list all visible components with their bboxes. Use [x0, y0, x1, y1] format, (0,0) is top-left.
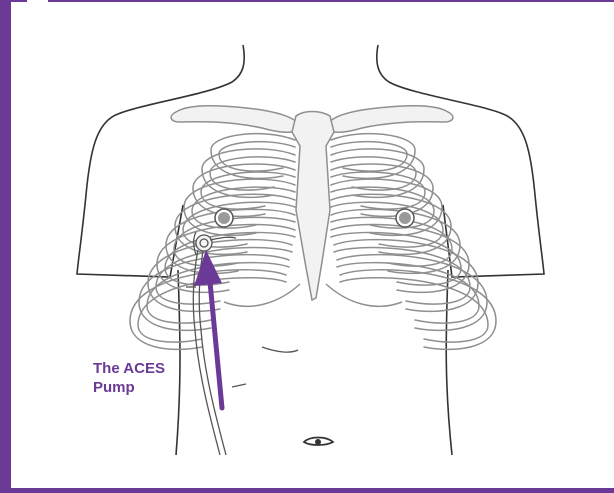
- label-line-2: Pump: [93, 379, 135, 396]
- electrode-right-icon: [396, 209, 414, 227]
- electrode-left-icon: [215, 209, 233, 227]
- clavicle-right: [326, 106, 453, 133]
- aces-pump-label: The ACES Pump: [93, 359, 165, 397]
- navel-icon: [304, 438, 333, 446]
- ribs-right: [331, 134, 496, 350]
- sternum: [292, 112, 334, 301]
- rib-inner-edge: [331, 187, 434, 228]
- rib: [340, 270, 496, 350]
- clavicle-left: [171, 106, 300, 133]
- label-line-1: The ACES: [93, 360, 165, 377]
- rib-inner-edge: [192, 187, 295, 228]
